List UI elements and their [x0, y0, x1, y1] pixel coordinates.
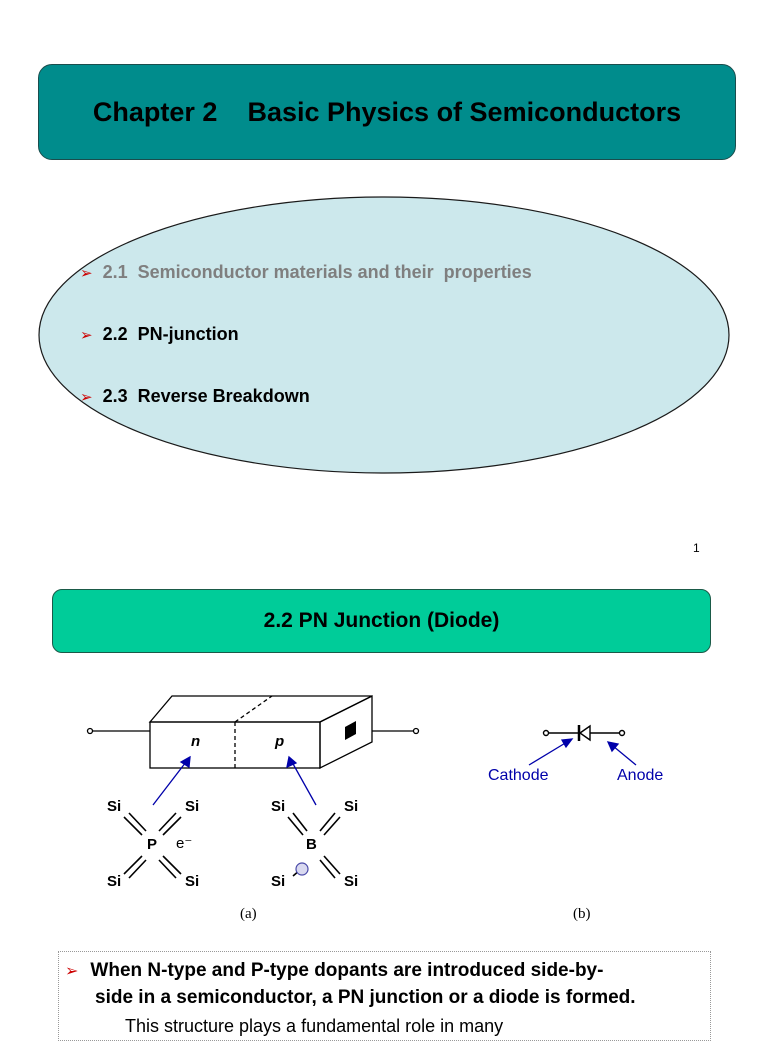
contact-pad — [345, 721, 356, 740]
si-label: Si — [271, 798, 285, 815]
topic-label: 2.1 Semiconductor materials and their pr… — [102, 262, 532, 282]
arrow-cathode — [528, 741, 568, 766]
explanation-textbox: ➢ When N-type and P-type dopants are int… — [58, 951, 711, 1041]
chapter-title-box: Chapter 2 Basic Physics of Semiconductor… — [38, 64, 736, 160]
si-label: Si — [185, 873, 199, 890]
terminal-right — [412, 727, 420, 735]
si-label: Si — [271, 873, 285, 890]
arrow-p — [291, 761, 317, 806]
topic-label: 2.3 Reverse Breakdown — [102, 386, 310, 406]
si-label: Si — [185, 798, 199, 815]
block-top-face — [148, 695, 373, 723]
text-line-2: side in a semiconductor, a PN junction o… — [95, 987, 636, 1008]
junction-line-top — [234, 695, 273, 723]
caption-a: (a) — [240, 906, 257, 922]
bullet-arrow-icon: ➢ — [80, 326, 93, 344]
cathode-label: Cathode — [488, 767, 549, 784]
topic-item-2-1: ➢ 2.1 Semiconductor materials and their … — [80, 262, 532, 283]
donor-center-label: P — [147, 836, 157, 853]
block-right-face — [319, 694, 373, 770]
si-label: Si — [107, 873, 121, 890]
arrow-anode — [612, 745, 637, 766]
caption-b: (b) — [573, 906, 591, 922]
topic-label: 2.2 PN-junction — [102, 324, 239, 344]
pn-junction-diagram: n p Si Si Si Si P e⁻ Si Si Si Si B — [86, 694, 663, 890]
bullet-arrow-icon: ➢ — [80, 264, 93, 282]
chapter-title: Chapter 2 Basic Physics of Semiconductor… — [92, 96, 682, 127]
text-line-1-content: When N-type and P-type dopants are intro… — [90, 960, 604, 981]
terminal-left — [86, 727, 94, 735]
bullet-arrow-icon: ➢ — [65, 963, 79, 980]
n-region-label: n — [191, 733, 200, 750]
text-line-3: This structure plays a fundamental role … — [125, 1016, 504, 1036]
topic-item-2-3: ➢ 2.3 Reverse Breakdown — [80, 386, 310, 407]
arrow-n — [152, 761, 187, 806]
si-label: Si — [344, 798, 358, 815]
arrow-anode-head — [606, 741, 620, 753]
si-label: Si — [107, 798, 121, 815]
electron-label: e⁻ — [176, 835, 192, 852]
page-number: 1 — [693, 541, 700, 555]
bullet-arrow-icon: ➢ — [80, 388, 93, 406]
topic-item-2-2: ➢ 2.2 PN-junction — [80, 324, 239, 345]
arrow-n-head — [179, 755, 191, 769]
p-region-label: p — [274, 733, 284, 750]
si-label: Si — [344, 873, 358, 890]
arrow-cathode-head — [560, 738, 574, 749]
arrow-p-head — [286, 755, 298, 769]
diode-symbol — [542, 724, 626, 742]
section-title-box: 2.2 PN Junction (Diode) — [52, 589, 711, 653]
section-title: 2.2 PN Junction (Diode) — [263, 609, 500, 632]
acceptor-center-label: B — [306, 836, 317, 853]
anode-label: Anode — [617, 767, 663, 784]
hole-icon — [295, 862, 309, 876]
donor-atom: Si Si Si Si P e⁻ — [107, 798, 199, 890]
text-line-1: ➢ When N-type and P-type dopants are int… — [65, 960, 603, 982]
acceptor-atom: Si Si Si Si B — [271, 798, 358, 890]
topics-ellipse — [37, 195, 731, 475]
